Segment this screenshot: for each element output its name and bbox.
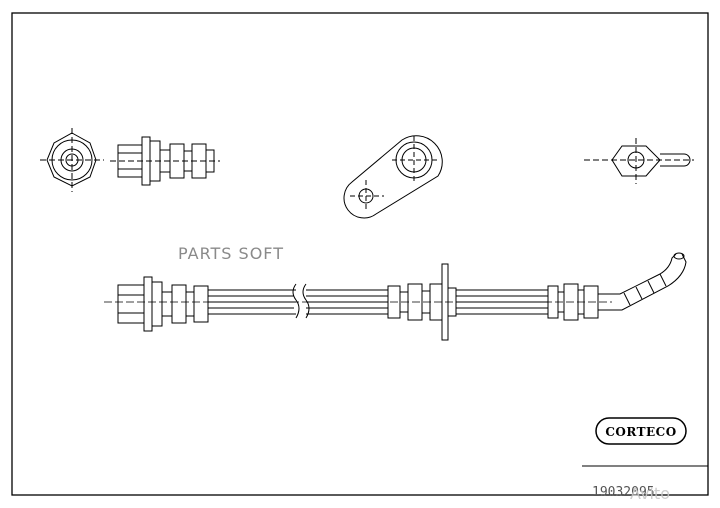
fitting-end-view — [40, 128, 104, 192]
corteco-logo: CORTECO — [595, 417, 687, 445]
bracket-view — [343, 135, 443, 219]
drawing-frame — [11, 12, 709, 496]
brake-hose-assembly — [104, 252, 687, 341]
watermark-text: PARTS SOFT — [178, 244, 284, 263]
avito-watermark: Avito — [630, 484, 670, 503]
brand-label: CORTECO — [605, 425, 676, 439]
banjo-end-view — [584, 138, 694, 184]
part-number: 19032095 — [592, 485, 655, 500]
fitting-side-view — [110, 136, 220, 186]
